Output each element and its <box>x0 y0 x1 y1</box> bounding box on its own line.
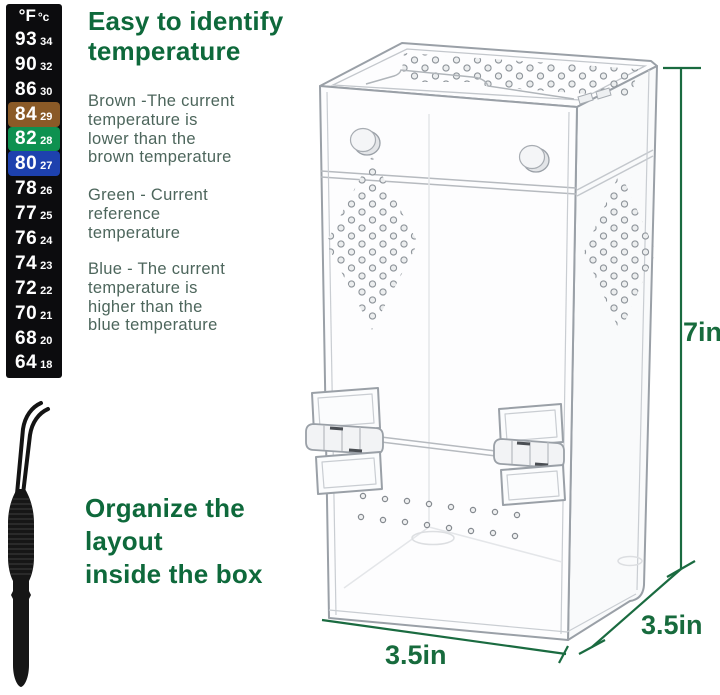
thermometer-header: °F °c <box>6 6 62 27</box>
depth-dimension-label: 3.5in <box>641 610 703 640</box>
fahrenheit-symbol: °F <box>18 6 36 25</box>
blue-note: Blue - The current temperature is higher… <box>88 260 226 335</box>
hinge-right <box>493 403 566 506</box>
green-note: Green - Current reference temperature <box>88 186 209 242</box>
magnet-knob-left <box>349 127 381 156</box>
celsius-symbol: °c <box>37 10 50 24</box>
bottom-vent-holes <box>357 492 521 540</box>
interior-lines <box>343 114 643 589</box>
magnet-knob-right <box>518 144 550 173</box>
edge-highlights <box>326 69 650 635</box>
temperature-heading: Easy to identify temperature <box>88 6 284 66</box>
door-edge <box>380 436 497 457</box>
dimension-lines <box>321 66 701 664</box>
tweezers-image <box>8 401 50 687</box>
width-dimension-label: 3.5in <box>385 640 447 670</box>
organize-heading: Organize the layout inside the box <box>85 493 263 589</box>
hinge-left <box>305 387 384 495</box>
height-dimension-label: 7in <box>683 317 720 347</box>
brown-note: Brown -The current temperature is lower … <box>88 92 235 167</box>
